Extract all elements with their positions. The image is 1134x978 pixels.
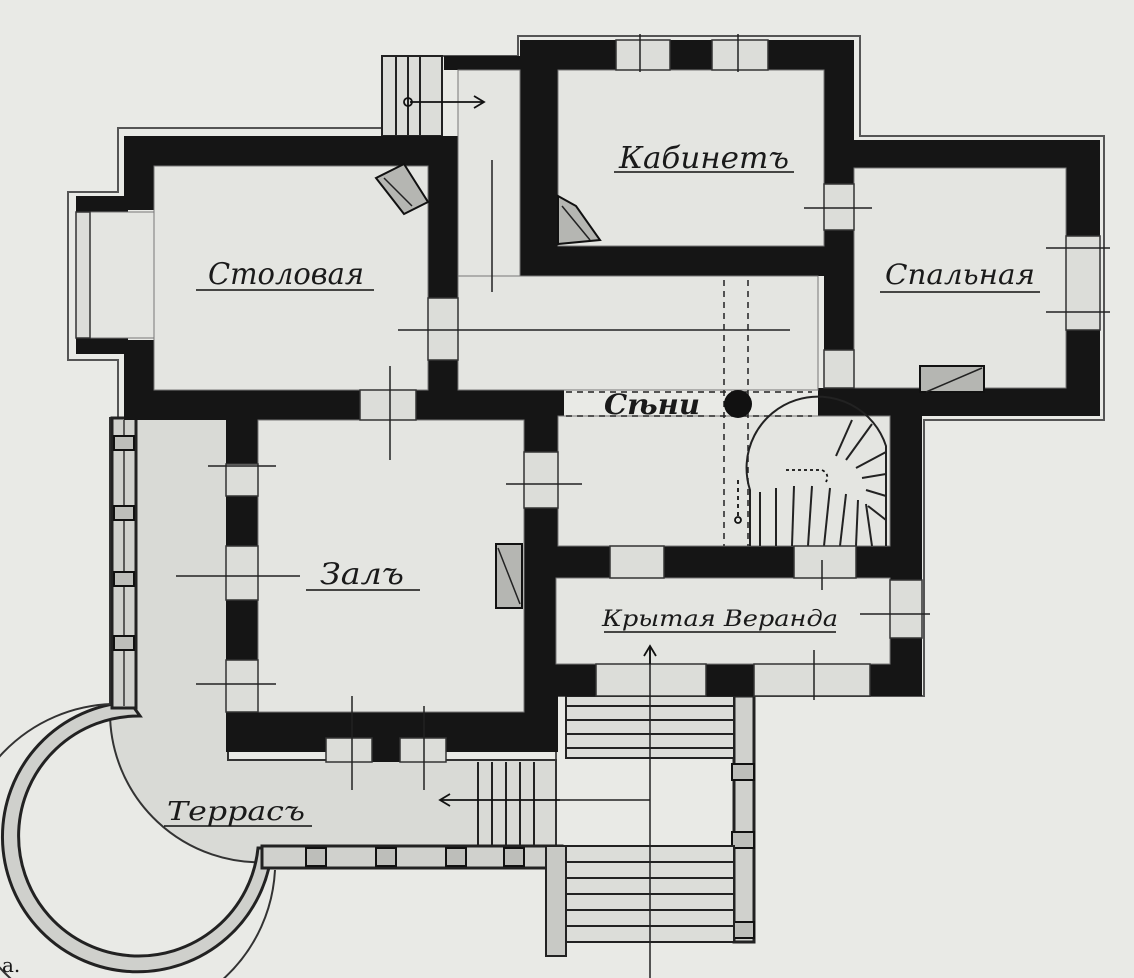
label-entry: Сѣни xyxy=(604,388,700,421)
back-steps xyxy=(381,55,443,137)
label-bedroom: Спальная xyxy=(885,258,1035,291)
label-veranda: Крытая Веранда xyxy=(601,607,838,632)
stove-hatching xyxy=(383,177,983,605)
building-outline xyxy=(67,35,1105,761)
hall-floor xyxy=(257,419,525,713)
floors xyxy=(89,69,1067,713)
dining-bay-floor xyxy=(89,211,155,339)
balustrade-left-posts xyxy=(113,435,135,651)
corridor-floor xyxy=(457,69,521,277)
label-dining: Столовая xyxy=(208,257,364,292)
label-terrace: Террасъ xyxy=(167,797,305,827)
veranda-floor xyxy=(555,577,891,665)
balustrade-right xyxy=(732,694,756,944)
label-hall: Залъ xyxy=(320,557,404,592)
bedroom-floor xyxy=(853,167,1067,389)
corner-mark: a. xyxy=(2,953,20,977)
balustrade-bottom-posts xyxy=(305,847,525,867)
arrows xyxy=(403,95,829,807)
windows xyxy=(75,39,1101,763)
staircase xyxy=(745,395,887,547)
entry-floor xyxy=(457,275,819,391)
construction-lines xyxy=(176,34,1110,978)
room-labels: Кабинетъ Столовая Спальная Залъ Сѣни Кры… xyxy=(164,141,1040,827)
column xyxy=(724,390,752,418)
dining-floor xyxy=(153,165,429,391)
study-floor xyxy=(557,69,825,247)
balustrade-right-posts xyxy=(731,763,755,939)
terrace-bay-outer xyxy=(0,703,276,978)
label-study: Кабинетъ xyxy=(618,141,789,176)
front-steps-lower xyxy=(545,845,735,957)
